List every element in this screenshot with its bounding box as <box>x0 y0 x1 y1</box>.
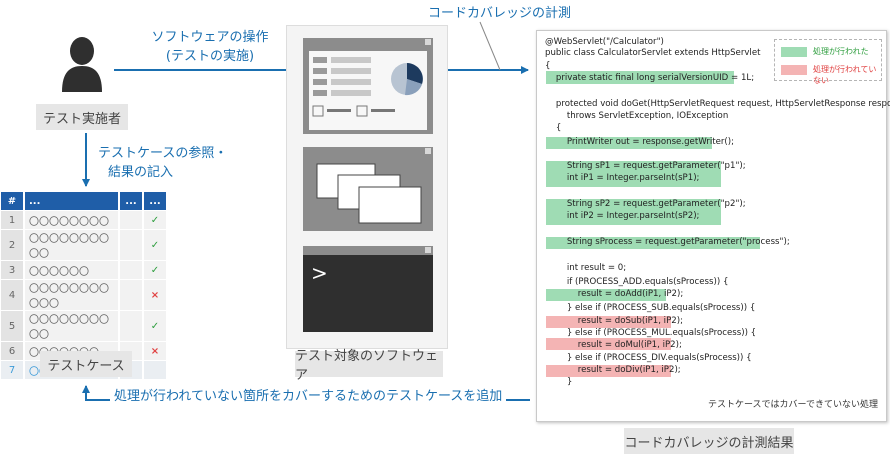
row-number: 3 <box>1 260 24 280</box>
legend-covered-label: 処理が行われた <box>813 47 869 56</box>
uncovered-highlight <box>546 365 671 377</box>
coverage-result-label: コードカバレッジの計測結果 <box>624 428 794 454</box>
row-number: 7 <box>1 360 24 380</box>
code-line: String sP2 = request.getParameter("p2"); <box>545 199 746 209</box>
code-line: { <box>545 123 562 133</box>
code-line: result = doAdd(iP1, iP2); <box>545 289 684 299</box>
operation-line-1: ソフトウェアの操作 <box>151 30 269 45</box>
row-value: 〇〇〇〇〇〇〇〇〇〇〇 <box>23 279 119 311</box>
covered-highlight <box>546 161 721 187</box>
code-line: result = doSub(iP1, iP2); <box>545 316 683 326</box>
row-number: 4 <box>1 279 24 311</box>
row-result-icon <box>142 360 166 380</box>
row-result-icon: ✓ <box>142 229 166 261</box>
code-line: result = doDiv(iP1, iP2); <box>545 365 681 375</box>
legend-box: 処理が行われた 処理が行われていない <box>774 39 882 85</box>
code-note: テストケースではカバーできていない処理 <box>707 400 878 410</box>
row-empty-cell <box>118 260 143 280</box>
header-col-2: ... <box>119 192 144 211</box>
refer-line-1: テストケースの参照・ <box>98 146 228 161</box>
software-panel: > <box>286 25 448 349</box>
test-case-label: テストケース <box>40 351 132 377</box>
code-line: PrintWriter out = response.getWriter(); <box>545 137 735 147</box>
code-line: public class CalculatorServlet extends H… <box>545 48 761 58</box>
operation-annotation: ソフトウェアの操作 (テストの実施) <box>150 28 270 66</box>
stacked-windows-graphic <box>316 163 422 224</box>
covered-highlight <box>546 137 712 149</box>
window-control-icon <box>425 39 431 45</box>
feedback-annotation: 処理が行われていない箇所をカバーするためのテストケースを追加 <box>110 385 507 404</box>
uncovered-highlight <box>546 316 671 328</box>
row-empty-cell <box>118 279 143 311</box>
header-col-3: ... <box>143 192 166 211</box>
row-value: 〇〇〇〇〇〇〇〇〇〇 <box>23 229 119 261</box>
row-number: 6 <box>1 341 24 361</box>
row-number: 2 <box>1 229 24 261</box>
code-line: String sProcess = request.getParameter("… <box>545 237 790 247</box>
code-line: throws ServletException, IOException <box>545 111 729 121</box>
code-line: int iP2 = Integer.parseInt(sP2); <box>545 211 700 221</box>
code-line: } <box>545 377 573 387</box>
row-value: 〇〇〇〇〇〇〇〇 <box>23 210 119 230</box>
code-line: } else if (PROCESS_MUL.equals(sProcess))… <box>545 328 757 338</box>
legend-not-covered-swatch <box>781 65 807 75</box>
window-control-icon <box>425 247 431 253</box>
coverage-callout-line <box>479 21 501 71</box>
multi-window <box>303 147 433 231</box>
row-value: 〇〇〇〇〇〇 <box>23 260 119 280</box>
row-empty-cell <box>118 210 143 230</box>
row-result-icon: × <box>142 279 166 311</box>
row-result-icon: × <box>142 341 166 361</box>
uncovered-highlight <box>546 338 671 350</box>
covered-highlight <box>546 199 721 225</box>
coverage-measure-label: コードカバレッジの計測 <box>428 6 572 21</box>
row-number: 1 <box>1 210 24 230</box>
code-line: { <box>545 61 551 71</box>
refer-annotation: テストケースの参照・ 結果の記入 <box>98 144 227 182</box>
app-form-graphic <box>312 57 423 117</box>
refer-line-2: 結果の記入 <box>108 165 174 180</box>
code-line: int iP1 = Integer.parseInt(sP1); <box>545 173 700 183</box>
covered-highlight <box>546 71 734 84</box>
code-line: if (PROCESS_ADD.equals(sProcess)) { <box>545 277 729 287</box>
tester-label: テスト実施者 <box>36 104 128 130</box>
code-line: private static final long serialVersionU… <box>545 73 755 83</box>
code-line: String sP1 = request.getParameter("p1"); <box>545 161 746 171</box>
code-line: result = doMul(iP1, iP2); <box>545 340 682 350</box>
header-number: # <box>1 192 25 211</box>
code-line: int result = 0; <box>545 263 627 273</box>
row-empty-cell <box>118 310 143 342</box>
row-number: 5 <box>1 310 24 342</box>
tester-person-icon <box>62 37 102 92</box>
row-value: 〇〇〇〇〇〇〇〇〇〇 <box>23 310 119 342</box>
software-label: テスト対象のソフトウェア <box>295 349 443 383</box>
code-line: } else if (PROCESS_SUB.equals(sProcess))… <box>545 303 756 313</box>
row-result-icon: ✓ <box>142 310 166 342</box>
legend-not-covered-label: 処理が行われていない <box>813 65 877 85</box>
terminal-prompt: > <box>311 261 328 285</box>
legend-covered-swatch <box>781 47 807 57</box>
terminal-window: > <box>303 246 433 332</box>
app-window <box>303 38 433 134</box>
header-col-1: ... <box>24 192 120 211</box>
row-result-icon: ✓ <box>142 260 166 280</box>
code-line: } else if (PROCESS_DIV.equals(sProcess))… <box>545 353 752 363</box>
code-line: protected void doGet(HttpServletRequest … <box>545 99 890 109</box>
test-case-header-row: # ... ... ... <box>1 192 166 211</box>
covered-highlight <box>546 237 760 249</box>
operation-line-2: (テストの実施) <box>165 49 255 64</box>
row-result-icon: ✓ <box>142 210 166 230</box>
window-control-icon <box>425 148 431 154</box>
covered-highlight <box>546 289 666 301</box>
row-empty-cell <box>118 229 143 261</box>
code-line: @WebServlet("/Calculator") <box>545 37 664 47</box>
code-coverage-panel: @WebServlet("/Calculator")public class C… <box>536 30 890 422</box>
